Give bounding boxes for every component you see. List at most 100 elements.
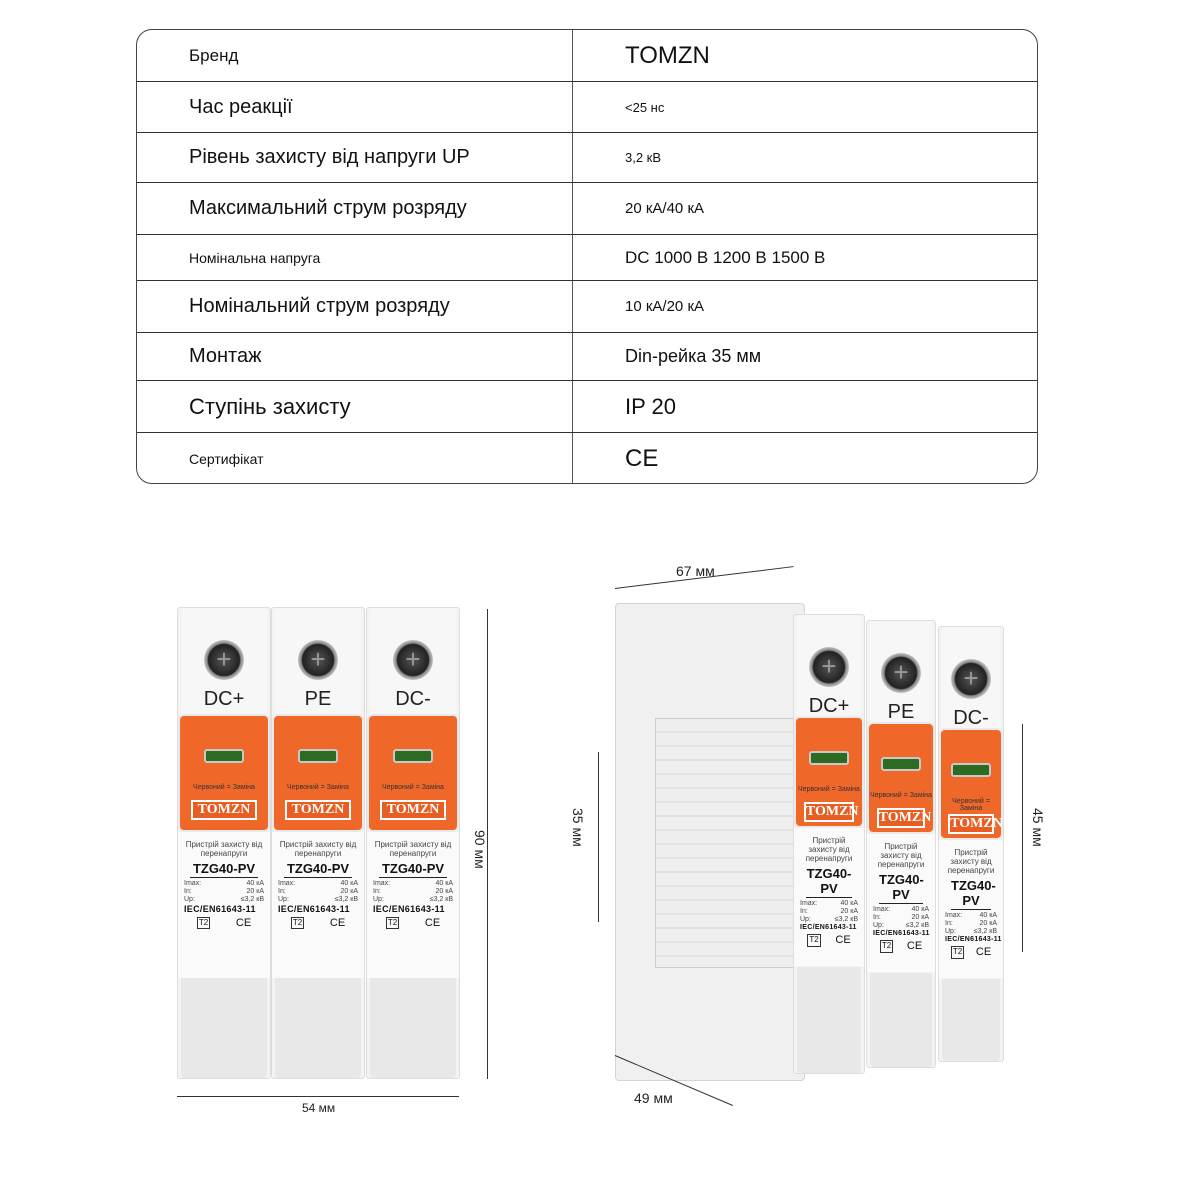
in-label: In:: [873, 914, 881, 922]
in-value: 20 кА: [840, 908, 858, 916]
up-label: Up:: [873, 922, 884, 930]
rail-dimension-line: [598, 752, 599, 922]
device-title: Пристрій захисту від перенапруги: [185, 840, 263, 859]
spec-key: Номінальна напруга: [137, 235, 573, 280]
ce-mark: CE: [424, 916, 441, 929]
spec-table: Бренд TOMZN Час реакції <25 нс Рівень захист…: [136, 29, 1038, 484]
spec-value: DC 1000 В 1200 В 1500 В: [625, 247, 826, 267]
imax-value: 40 кА: [911, 906, 929, 914]
width-dimension-line: [177, 1096, 459, 1097]
replace-text: Червоний = Заміна: [952, 797, 990, 812]
brand-logo: TOMZN: [379, 800, 447, 820]
ce-mark: CE: [835, 934, 851, 947]
front-dimension-line: [1022, 724, 1023, 952]
spec-row: Номінальний струм розряду 10 кА/20 кА: [137, 281, 1037, 333]
imax-label: Imax:: [373, 880, 391, 888]
ce-mark: CE: [975, 946, 992, 959]
ce-mark: CE: [906, 940, 923, 953]
spec-value: TOMZN: [625, 41, 710, 69]
status-window-icon: [951, 762, 991, 777]
replace-text: Червоний = Заміна: [382, 784, 444, 791]
up-value: ≤3,2 кВ: [834, 916, 858, 924]
din-clip: [942, 978, 1000, 1061]
spec-key: Час реакції: [137, 82, 573, 132]
screw-terminal-icon: [809, 647, 849, 687]
standard: IEC/EN61643-11: [800, 924, 857, 932]
module-label: Пристрій захисту від перенапруги TZG40-P…: [794, 827, 864, 967]
module-label: Пристрій захисту від перенапруги TZG40-P…: [939, 839, 1003, 979]
front-label: 45 мм: [1030, 808, 1046, 847]
spec-value: Din-рейка 35 мм: [625, 346, 762, 366]
imax-label: Imax:: [278, 880, 296, 888]
standard: IEC/EN61643-11: [184, 904, 256, 915]
in-value: 20 кА: [911, 914, 929, 922]
device-title: Пристрій захисту від перенапруги: [279, 840, 357, 859]
spec-key: Сертифікат: [137, 433, 573, 483]
module-label: Пристрій захисту від перенапруги TZG40-P…: [272, 832, 364, 978]
standard: IEC/EN61643-11: [873, 930, 930, 938]
in-label: In:: [373, 888, 381, 896]
rail-label: 35 мм: [570, 808, 586, 847]
replace-text: Червоний = Заміна: [870, 791, 932, 799]
up-value: ≤3,2 кВ: [240, 896, 264, 904]
screw-terminal-icon: [393, 640, 433, 680]
in-label: In:: [800, 908, 808, 916]
height-label: 90 мм: [472, 830, 488, 869]
up-value: ≤3,2 кВ: [334, 896, 358, 904]
spec-key: Монтаж: [137, 333, 573, 380]
t2-mark: T2: [385, 916, 400, 930]
imax-value: 40 кА: [435, 880, 453, 888]
height-dimension-line: [487, 609, 488, 1079]
imax-value: 40 кА: [979, 912, 997, 920]
spec-row: Час реакції <25 нс: [137, 82, 1037, 133]
din-clip: [797, 966, 861, 1073]
spec-row: Монтаж Din-рейка 35 мм: [137, 333, 1037, 381]
brand-logo: TOMZN: [948, 813, 1003, 834]
in-label: In:: [184, 888, 192, 896]
up-value: ≤3,2 кВ: [429, 896, 453, 904]
up-label: Up:: [184, 896, 195, 904]
spec-value: 3,2 кВ: [625, 150, 662, 165]
screw-terminal-icon: [951, 659, 991, 699]
spec-key: Бренд: [137, 30, 573, 81]
screw-terminal-icon: [204, 640, 244, 680]
spec-key: Максимальний струм розряду: [137, 183, 573, 234]
standard: IEC/EN61643-11: [945, 936, 1002, 944]
status-window-icon: [393, 749, 433, 763]
replace-text: Червоний = Заміна: [193, 784, 255, 791]
model-number: TZG40-PV: [951, 878, 996, 911]
terminal-label: PE: [887, 701, 915, 723]
spec-row: Номінальна напруга DC 1000 В 1200 В 1500 …: [137, 235, 1037, 281]
replace-text: Червоний = Заміна: [798, 785, 860, 793]
device-title: Пристрій захисту від перенапруги: [374, 840, 452, 859]
status-window-icon: [809, 750, 849, 765]
up-value: ≤3,2 кВ: [973, 928, 997, 936]
din-clip: [870, 972, 932, 1067]
spec-value: 10 кА/20 кА: [625, 298, 705, 315]
spec-value: <25 нс: [625, 99, 665, 115]
terminal-label: PE: [304, 688, 332, 710]
in-value: 20 кА: [979, 920, 997, 928]
imax-value: 40 кА: [340, 880, 358, 888]
terminal-label: DC+: [203, 688, 245, 710]
imax-label: Imax:: [945, 912, 963, 920]
replace-text: Червоний = Заміна: [287, 784, 349, 791]
spec-value: IP 20: [625, 393, 676, 419]
spec-row: Бренд TOMZN: [137, 30, 1037, 82]
spec-key: Номінальний струм розряду: [137, 281, 573, 332]
t2-mark: T2: [196, 916, 211, 930]
up-label: Up:: [373, 896, 384, 904]
ce-mark: CE: [329, 916, 346, 929]
brand-logo: TOMZN: [284, 800, 352, 820]
up-label: Up:: [945, 928, 956, 936]
imax-value: 40 кА: [246, 880, 264, 888]
